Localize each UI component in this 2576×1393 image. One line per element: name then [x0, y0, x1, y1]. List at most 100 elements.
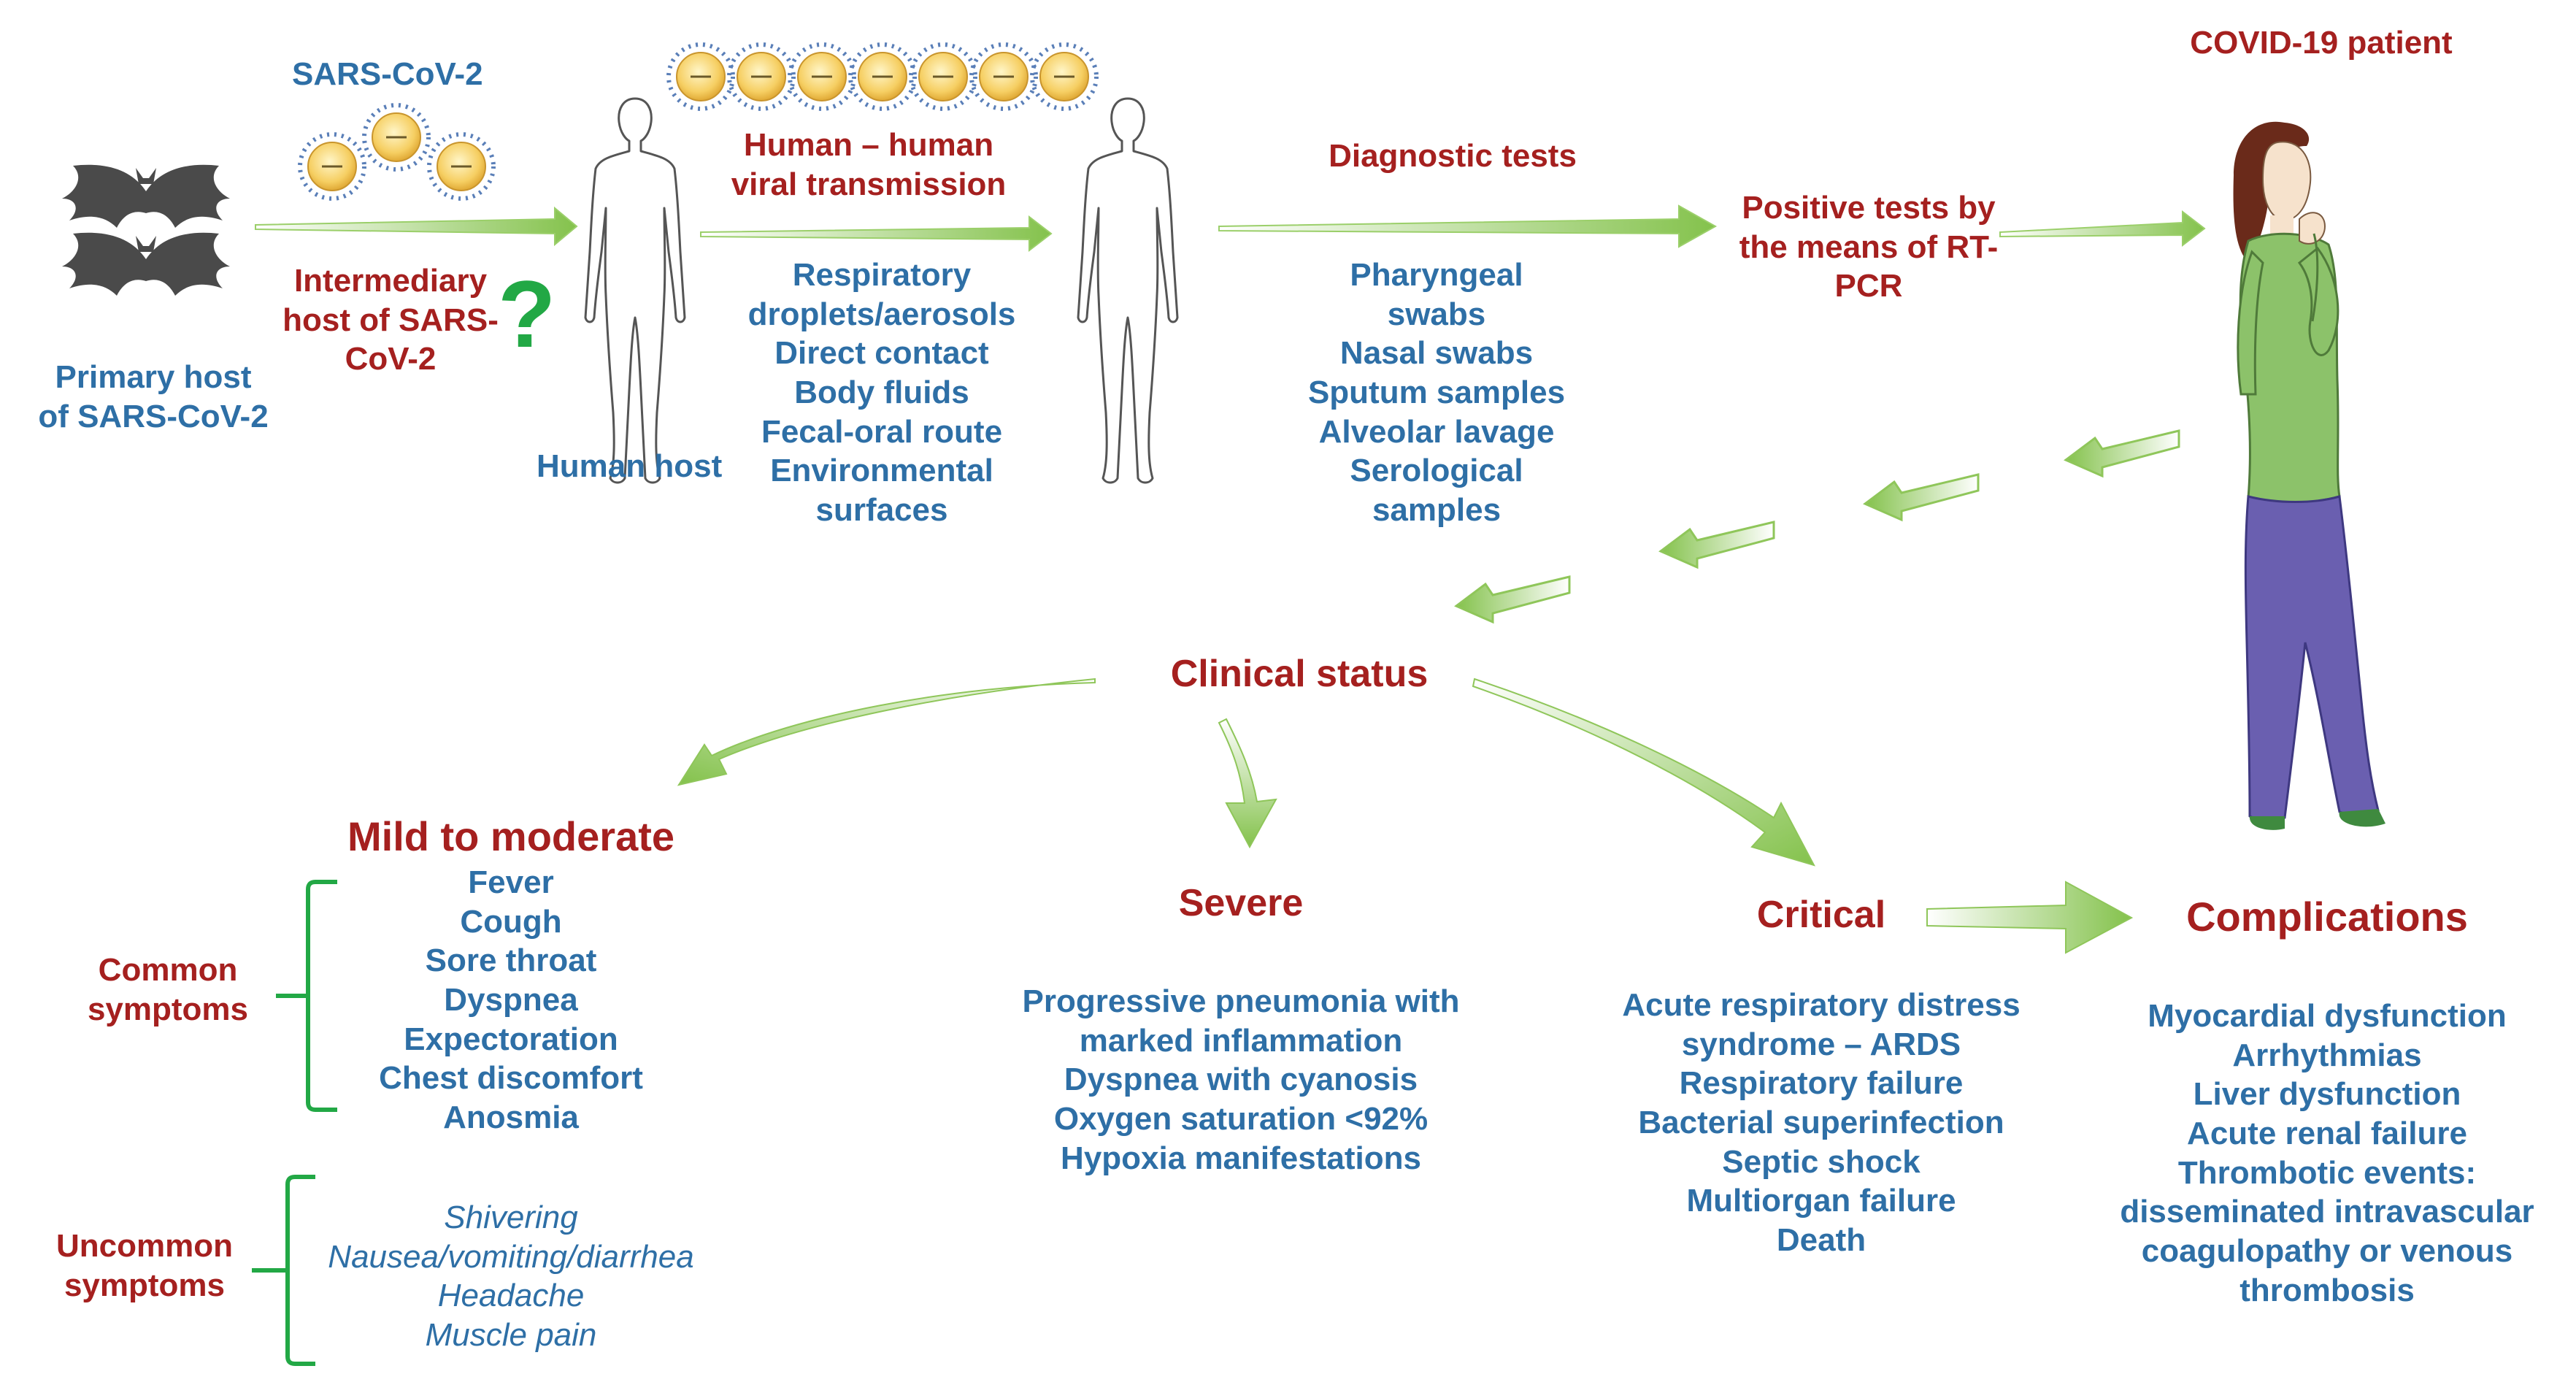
symptom-item: Fever [468, 864, 554, 900]
uncommon-symptoms-line: Uncommon [56, 1228, 233, 1264]
human-transmission-line: viral transmission [731, 166, 1007, 202]
complication-item: Thrombotic events: [2177, 1154, 2477, 1191]
symptom-item: Chest discomfort [379, 1060, 643, 1097]
intermediary-host-label: Intermediary host of SARS- CoV-2 [282, 261, 499, 379]
symptom-item: Nausea/vomiting/diarrhea [328, 1238, 694, 1275]
route-item: droplets/aerosols [747, 296, 1016, 332]
virus-icon [364, 105, 428, 169]
diagnostic-tests-title: Diagnostic tests [1329, 138, 1577, 174]
bracket-icon [252, 1175, 315, 1366]
virus-icon [1032, 45, 1096, 109]
critical-item: Death [1776, 1222, 1866, 1259]
bracket-icon [276, 880, 337, 1112]
human-outline-icon [1077, 97, 1179, 484]
virus-icon [972, 45, 1036, 109]
test-item: Alveolar lavage [1318, 413, 1555, 450]
common-symptoms-line: symptoms [87, 991, 249, 1027]
positive-tests-line: Positive tests by [1742, 190, 1996, 226]
virus-icon [790, 45, 854, 109]
symptom-item: Cough [460, 903, 562, 940]
test-item: Sputum samples [1307, 375, 1566, 411]
severe-title: Severe [1178, 882, 1304, 924]
symptom-item: Muscle pain [425, 1317, 597, 1354]
complication-item: thrombosis [2239, 1272, 2415, 1308]
positive-tests-line: PCR [1834, 268, 1903, 304]
bat-icon [62, 232, 230, 296]
primary-host-line: Primary host [55, 359, 252, 395]
human-transmission-label: Human – human viral transmission [731, 126, 1007, 204]
virus-icon [429, 134, 493, 199]
intermediary-host-line: Intermediary [293, 263, 488, 299]
complication-item: Acute renal failure [2187, 1116, 2467, 1152]
bat-icon [62, 164, 230, 228]
patient-icon [2233, 121, 2385, 830]
severe-list: Progressive pneumonia with marked inflam… [1022, 982, 1459, 1178]
arrow-icon [1658, 521, 1775, 569]
severe-item: Dyspnea with cyanosis [1064, 1062, 1418, 1098]
test-item: Nasal swabs [1339, 335, 1534, 372]
critical-item: syndrome – ARDS [1681, 1026, 1961, 1062]
virus-icon [669, 45, 733, 109]
virus-icon [300, 134, 364, 199]
clinical-status-title: Clinical status [1170, 653, 1429, 695]
test-item: Pharyngeal [1350, 257, 1523, 293]
virus-icon [850, 45, 915, 109]
severe-item: marked inflammation [1079, 1022, 1403, 1059]
question-mark-icon: ? [498, 261, 556, 367]
arrow-icon [1218, 718, 1277, 849]
sars-cov-2-label: SARS-CoV-2 [292, 56, 483, 92]
arrow-icon [255, 206, 578, 247]
critical-item: Septic shock [1722, 1143, 1921, 1180]
test-item: samples [1372, 492, 1502, 529]
complications-title: Complications [2186, 894, 2468, 940]
route-item: Environmental [770, 453, 993, 489]
route-item: Body fluids [794, 375, 969, 411]
symptom-item: Sore throat [425, 943, 597, 979]
diagnostic-tests-list: Pharyngeal swabs Nasal swabs Sputum samp… [1308, 256, 1565, 530]
human-transmission-line: Human – human [743, 127, 994, 163]
critical-list: Acute respiratory distress syndrome – AR… [1622, 986, 2020, 1260]
complication-item: coagulopathy or venous [2141, 1233, 2513, 1270]
uncommon-symptoms-label: Uncommon symptoms [56, 1227, 233, 1305]
human-outline-icon [584, 97, 686, 484]
arrow-icon [1999, 210, 2206, 247]
human-host-label: Human host [537, 448, 723, 484]
severe-item: Oxygen saturation <92% [1053, 1101, 1429, 1137]
severe-item: Progressive pneumonia with [1022, 983, 1460, 1019]
common-symptoms-line: Common [98, 952, 238, 988]
arrow-icon [1926, 880, 2134, 954]
common-symptoms-label: Common symptoms [88, 951, 248, 1029]
arrow-icon [1454, 575, 1571, 624]
critical-title: Critical [1756, 894, 1886, 936]
common-symptoms-list: Fever Cough Sore throat Dyspnea Expector… [379, 863, 643, 1137]
arrow-icon [1472, 678, 1815, 867]
critical-item: Acute respiratory distress [1622, 987, 2021, 1023]
symptom-item: Expectoration [404, 1021, 618, 1057]
arrow-icon [1218, 204, 1718, 248]
symptom-item: Anosmia [443, 1100, 579, 1136]
complication-item: Liver dysfunction [2193, 1076, 2461, 1113]
complication-item: Arrhythmias [2232, 1037, 2422, 1073]
mild-title: Mild to moderate [347, 813, 675, 859]
intermediary-host-line: host of SARS- [282, 302, 499, 338]
intermediary-host-line: CoV-2 [345, 341, 437, 377]
complication-item: disseminated intravascular [2120, 1194, 2534, 1230]
complication-item: Myocardial dysfunction [2148, 998, 2507, 1034]
route-item: Fecal-oral route [761, 413, 1003, 450]
test-item: Serological [1350, 453, 1523, 489]
primary-host-label: Primary host of SARS-CoV-2 [38, 358, 268, 436]
critical-item: Multiorgan failure [1686, 1183, 1956, 1219]
positive-tests-label: Positive tests by the means of RT- PCR [1739, 188, 1999, 306]
virus-icon [911, 45, 975, 109]
symptom-item: Dyspnea [444, 982, 578, 1018]
uncommon-symptoms-line: symptoms [64, 1267, 226, 1303]
patient-label: COVID-19 patient [2190, 25, 2453, 61]
symptom-item: Headache [437, 1278, 585, 1314]
route-item: surfaces [815, 492, 948, 529]
primary-host-line: of SARS-CoV-2 [38, 398, 269, 434]
severe-item: Hypoxia manifestations [1061, 1140, 1421, 1176]
arrow-icon [1863, 473, 1980, 522]
arrow-icon [700, 215, 1053, 253]
